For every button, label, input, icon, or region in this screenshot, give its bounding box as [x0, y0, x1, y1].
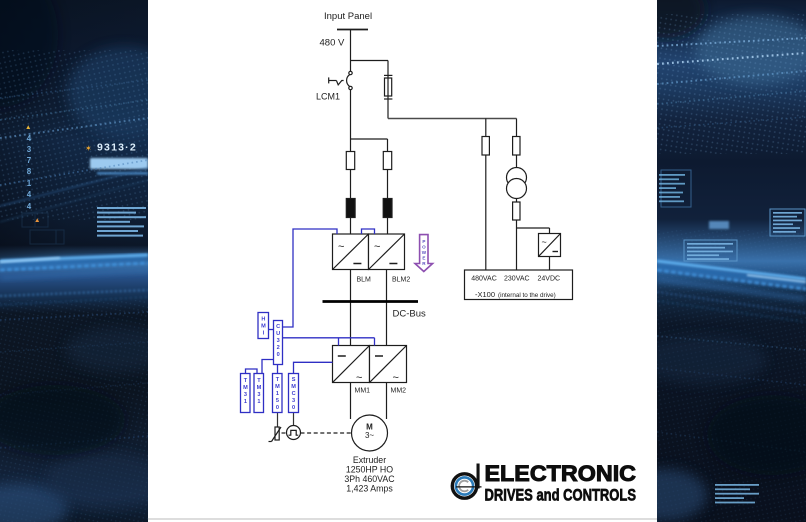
- svg-text:✶: ✶: [85, 144, 92, 153]
- svg-text:~: ~: [393, 372, 399, 384]
- svg-text:P: P: [422, 239, 425, 244]
- svg-text:3: 3: [27, 145, 32, 154]
- svg-text:R: R: [422, 261, 426, 266]
- svg-text:T: T: [257, 378, 261, 384]
- svg-text:M: M: [275, 384, 280, 390]
- svg-text:3: 3: [244, 392, 247, 398]
- svg-text:4: 4: [27, 202, 32, 211]
- svg-text:MM1: MM1: [355, 388, 371, 395]
- svg-text:3~: 3~: [365, 431, 374, 440]
- svg-text:BLM: BLM: [357, 277, 372, 284]
- svg-text:0: 0: [277, 352, 280, 358]
- svg-text:C: C: [292, 391, 296, 397]
- svg-text:1: 1: [244, 399, 247, 405]
- svg-text:7: 7: [27, 156, 32, 165]
- svg-text:~: ~: [374, 241, 380, 253]
- svg-text:I: I: [263, 331, 265, 337]
- svg-text:MM2: MM2: [391, 388, 407, 395]
- svg-text:M: M: [257, 385, 262, 391]
- svg-text:4: 4: [27, 190, 32, 199]
- svg-text:3: 3: [292, 398, 295, 404]
- svg-text:9313·2: 9313·2: [97, 142, 137, 154]
- svg-text:1250HP HO: 1250HP HO: [346, 465, 393, 475]
- svg-text:0: 0: [292, 405, 295, 411]
- svg-text:T: T: [244, 378, 248, 384]
- svg-text:Input Panel: Input Panel: [324, 11, 372, 22]
- svg-text:8: 8: [27, 167, 32, 176]
- svg-text:1: 1: [257, 399, 260, 405]
- svg-text:480 V: 480 V: [320, 38, 345, 49]
- svg-text:O: O: [422, 245, 426, 250]
- svg-text:▲: ▲: [25, 124, 31, 131]
- svg-text:480VAC: 480VAC: [471, 276, 497, 283]
- svg-text:E: E: [422, 256, 425, 261]
- svg-text:H: H: [261, 317, 265, 323]
- svg-text:4: 4: [27, 134, 32, 143]
- svg-text:Extruder: Extruder: [353, 455, 386, 465]
- svg-text:3: 3: [257, 392, 260, 398]
- svg-text:C: C: [276, 324, 280, 330]
- svg-text:M: M: [291, 384, 296, 390]
- svg-text:1,423 Amps: 1,423 Amps: [346, 484, 393, 494]
- svg-text:3Ph 460VAC: 3Ph 460VAC: [344, 474, 395, 484]
- svg-text:-X100: -X100: [475, 290, 495, 299]
- svg-text:3: 3: [277, 338, 280, 344]
- svg-text:BLM2: BLM2: [392, 277, 410, 284]
- svg-text:M: M: [243, 385, 248, 391]
- svg-text:LCM1: LCM1: [316, 92, 340, 102]
- svg-text:~: ~: [542, 237, 547, 247]
- svg-text:S: S: [292, 377, 296, 383]
- svg-text:DC-Bus: DC-Bus: [393, 309, 427, 320]
- svg-text:1: 1: [27, 179, 32, 188]
- svg-text:▲: ▲: [34, 217, 40, 224]
- svg-text:5: 5: [276, 398, 279, 404]
- svg-text:1: 1: [276, 391, 279, 397]
- svg-text:~: ~: [338, 241, 344, 253]
- svg-text:M: M: [366, 423, 373, 432]
- svg-text:0: 0: [276, 405, 279, 411]
- svg-text:ELECTRONIC: ELECTRONIC: [485, 461, 637, 486]
- svg-text:T: T: [276, 377, 280, 383]
- svg-text:24VDC: 24VDC: [538, 276, 561, 283]
- svg-text:~: ~: [356, 372, 362, 384]
- svg-text:230VAC: 230VAC: [504, 276, 530, 283]
- svg-text:2: 2: [277, 345, 280, 351]
- svg-text:U: U: [276, 331, 280, 337]
- svg-text:(internal to the drive): (internal to the drive): [498, 292, 556, 299]
- svg-text:DRIVES and CONTROLS: DRIVES and CONTROLS: [485, 485, 637, 504]
- svg-text:M: M: [261, 324, 266, 330]
- svg-text:W: W: [422, 250, 427, 255]
